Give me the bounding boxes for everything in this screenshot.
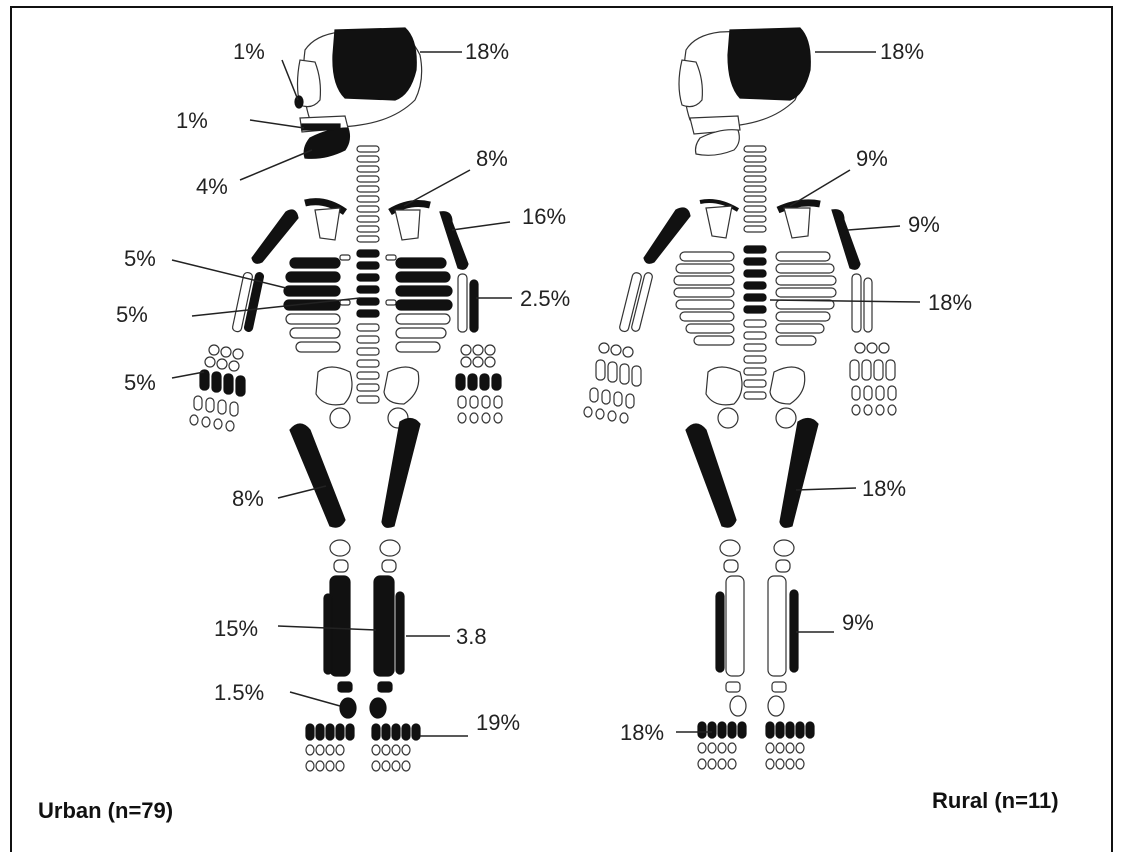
rural-label-femur: 18% [862,476,906,501]
rural-group-title: Rural (n=11) [932,788,1059,813]
urban-humerus-left [252,210,298,263]
rural-spine [744,146,766,399]
urban-ribs-right [396,258,452,352]
urban-label-clavicle: 8% [476,146,508,171]
rural-fibula-right [790,590,798,672]
urban-label-maxilla: 1% [176,108,208,133]
urban-label-metatarsals: 19% [476,710,520,735]
urban-label-skull-vault: 18% [465,39,509,64]
urban-tibia-right [374,576,394,676]
urban-fibula-right [396,592,404,674]
urban-label-mandible: 4% [196,174,228,199]
urban-label-ribs-left: 5% [124,246,156,271]
urban-label-fibula: 3.8 [456,624,487,649]
urban-femur-right [382,418,420,527]
rural-hand-left [584,343,641,423]
urban-skull-vault-lesion [333,28,416,100]
urban-hand-left [190,345,245,431]
rural-humerus-right [832,210,860,270]
urban-label-metacarpals: 5% [124,370,156,395]
urban-skeleton: 18% 1% 1% 4% 8% 16% 5% 5% 2.5% 5% 8% 15%… [38,28,570,823]
urban-label-femur: 8% [232,486,264,511]
rural-skull-vault-lesion [728,28,810,100]
urban-label-orbit: 1% [233,39,265,64]
urban-skull [295,28,422,158]
urban-label-tibia: 15% [214,616,258,641]
urban-femur-left [290,424,345,527]
rural-label-fibula: 9% [842,610,874,635]
rural-label-clavicle: 9% [856,146,888,171]
urban-spine [340,146,396,403]
rural-label-skull-vault: 18% [880,39,924,64]
rural-femur-left [686,424,736,527]
urban-tarsal-lesion [340,698,356,718]
urban-label-ulna-radius: 2.5% [520,286,570,311]
rural-feet [698,722,814,769]
urban-label-ribs-vertebrae: 5% [116,302,148,327]
urban-label-humerus: 16% [522,204,566,229]
urban-feet [306,724,420,771]
rural-label-vertebrae: 18% [928,290,972,315]
urban-ulna-lesion [470,280,478,332]
rural-hand-right [850,343,896,415]
urban-label-tarsals: 1.5% [214,680,264,705]
urban-group-title: Urban (n=79) [38,798,173,823]
rural-label-metatarsals: 18% [620,720,664,745]
rural-skeleton: 18% 9% 9% 18% 18% 9% 18% Rural (n=11) [584,28,1059,813]
rural-label-humerus: 9% [908,212,940,237]
urban-hand-right [456,345,502,423]
urban-tibia-left [330,576,350,676]
rural-femur-right [780,418,818,527]
